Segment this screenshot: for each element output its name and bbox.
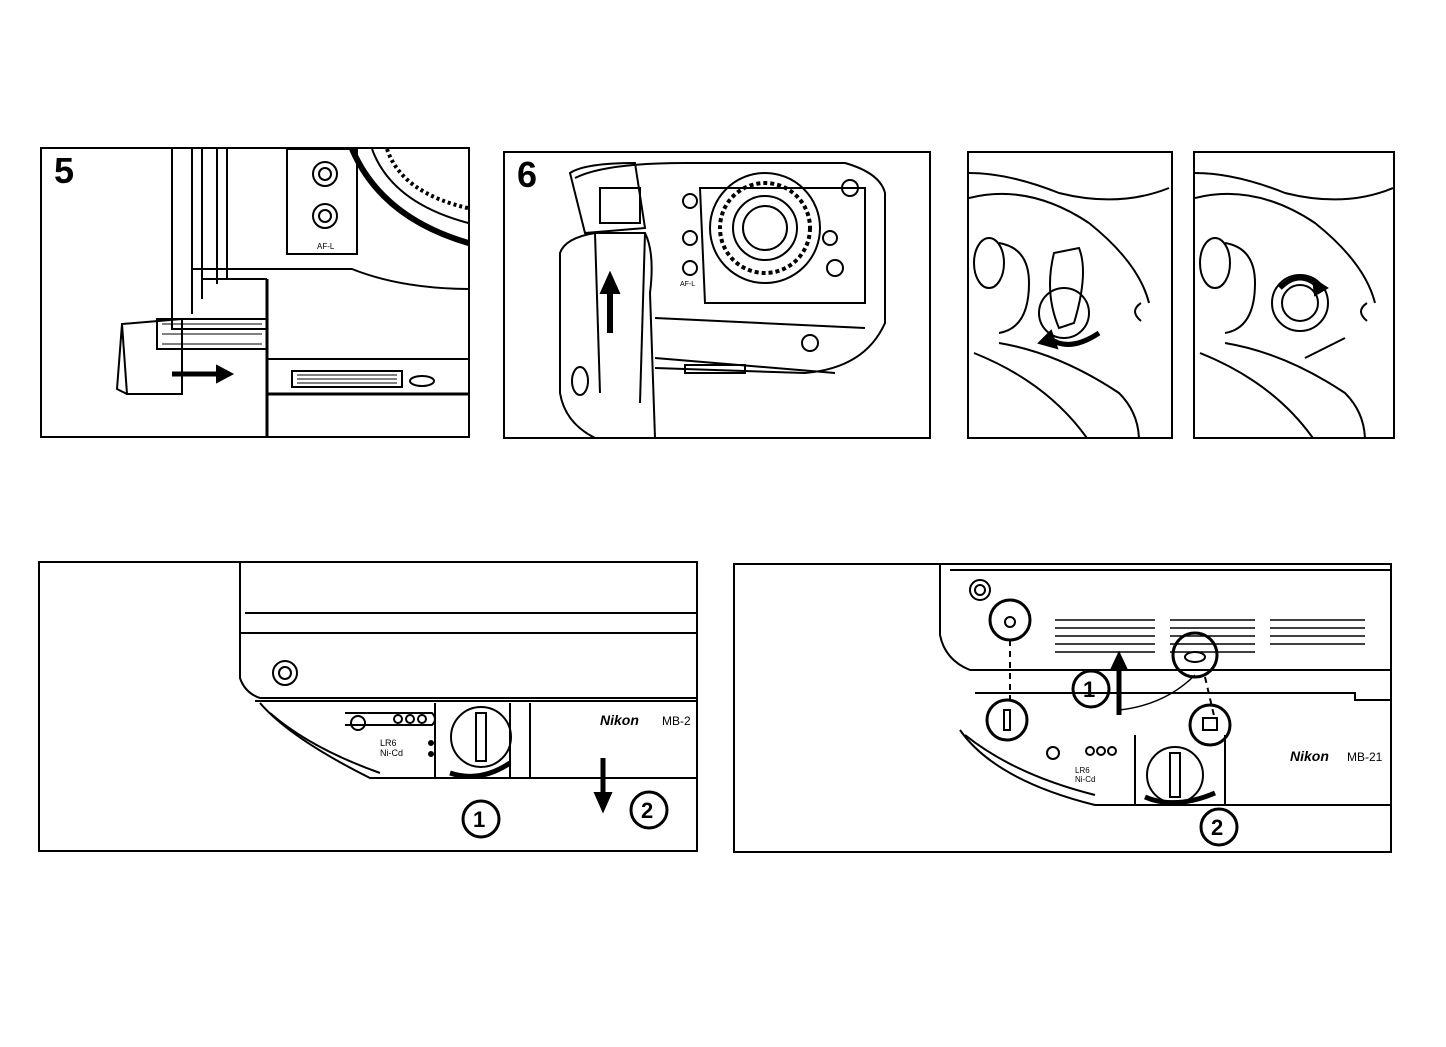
grip-bottom-illustration [969,153,1173,439]
afl-label: AF-L [317,242,335,251]
model-text: MB-2 [662,714,691,728]
battery-type-lr6: LR6 [380,738,397,748]
panel-step-5: 5 AF-L [40,147,470,438]
camera-side-illustration: AF-L [42,149,470,438]
brand-text: Nikon [1290,748,1329,764]
battery-type-nicd: Ni-Cd [380,748,403,758]
battery-type-nicd: Ni-Cd [1075,775,1095,784]
brand-text: Nikon [600,712,639,728]
panel-battery-release: LR6 Ni-Cd Nikon MB-2 1 2 [38,561,698,852]
callout-2: 2 [641,798,653,823]
afl-label: AF-L [680,281,695,288]
grip-bottom-illustration [1195,153,1395,439]
callout-1: 1 [473,807,485,832]
callout-2: 2 [1211,815,1223,840]
mb-bottom-illustration: LR6 Ni-Cd Nikon MB-2 1 2 [40,563,698,852]
callout-1: 1 [1083,677,1095,702]
panel-step-6: 6 AF-L [503,151,931,439]
step-number: 5 [52,151,76,191]
battery-type-lr6: LR6 [1075,766,1090,775]
panel-battery-attach: LR6 Ni-Cd Nikon MB-21 1 2 [733,563,1392,853]
camera-front-illustration: AF-L [505,153,931,439]
step-number: 6 [515,155,539,195]
panel-knob-rotated [1193,151,1395,439]
panel-knob-key [967,151,1173,439]
model-text: MB-21 [1347,750,1383,764]
mb-attach-illustration: LR6 Ni-Cd Nikon MB-21 1 2 [735,565,1392,853]
